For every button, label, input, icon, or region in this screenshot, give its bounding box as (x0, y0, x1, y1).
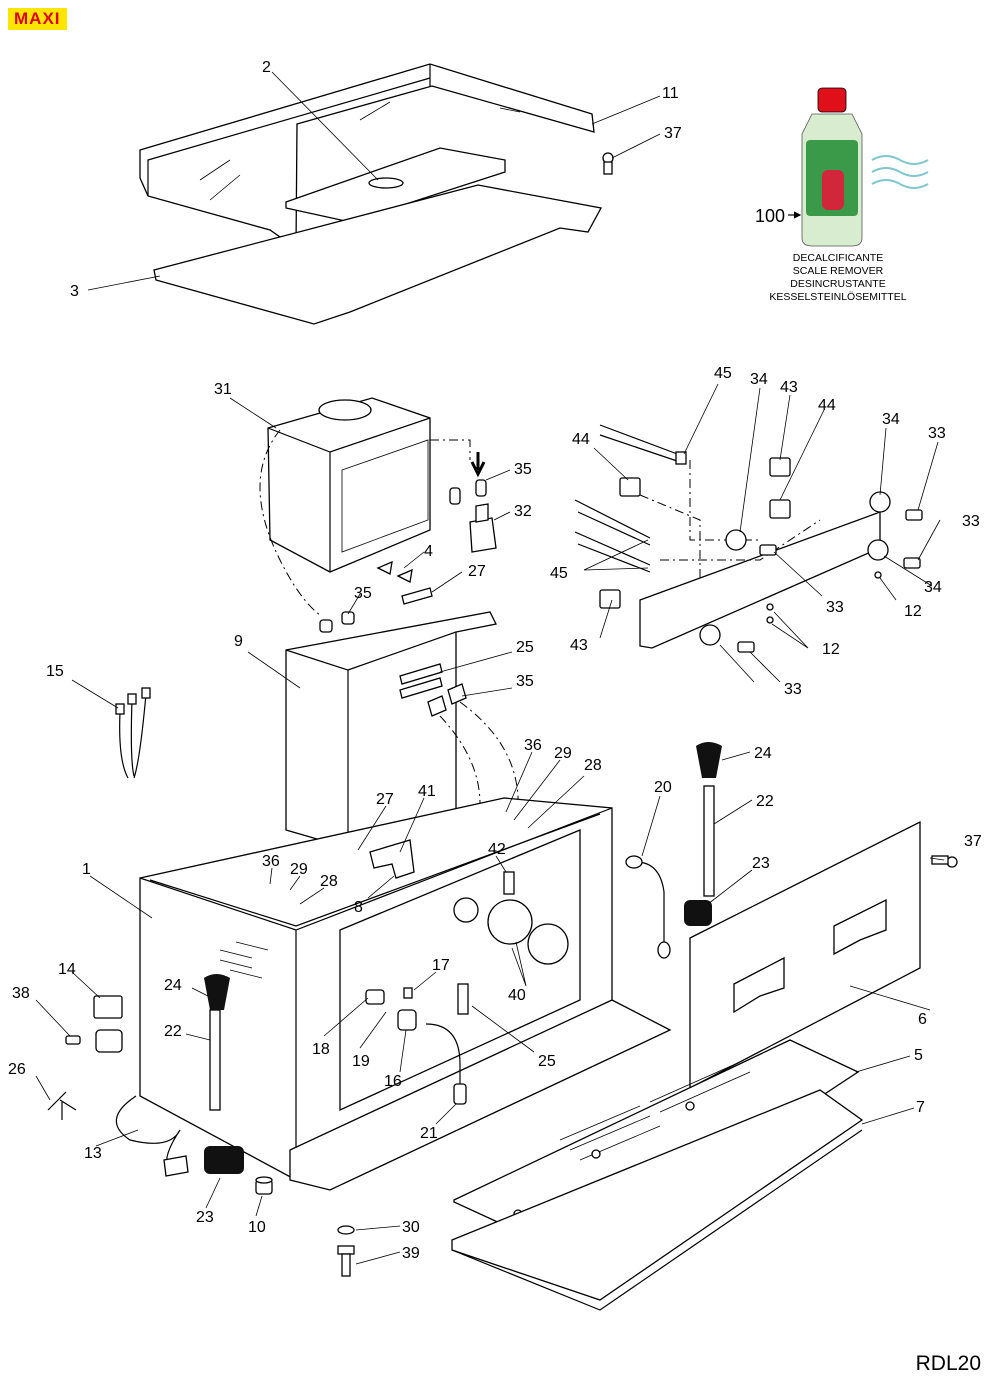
callout-27: 27 (468, 563, 486, 580)
callout-33: 33 (826, 599, 844, 616)
callout-37: 37 (664, 125, 682, 142)
callout-8: 8 (354, 899, 363, 916)
callout-33: 33 (962, 513, 980, 530)
callout-35: 35 (354, 585, 372, 602)
callout-24: 24 (164, 977, 182, 994)
model-tag: MAXI (8, 8, 67, 30)
callout-23: 23 (752, 855, 770, 872)
top-cover-group (139, 63, 614, 325)
callout-labels: 2 11 37 3 31 45 34 43 44 34 33 44 35 32 … (8, 59, 982, 1262)
callout-9: 9 (234, 633, 243, 650)
water-tank-part-31 (259, 397, 471, 616)
callout-16: 16 (384, 1073, 402, 1090)
callout-32: 32 (514, 503, 532, 520)
callout-22: 22 (756, 793, 774, 810)
callout-38: 38 (12, 985, 30, 1002)
callout-3: 3 (70, 283, 79, 300)
callout-34: 34 (882, 411, 900, 428)
callout-17: 17 (432, 957, 450, 974)
callout-1: 1 (82, 861, 91, 878)
callout-33: 33 (928, 425, 946, 442)
screw-part-37-right (931, 855, 958, 868)
callout-34: 34 (750, 371, 768, 388)
screw-part-37-top (602, 152, 614, 175)
knob-part-24-left (204, 974, 230, 1010)
callout-31: 31 (214, 381, 232, 398)
callout-7: 7 (916, 1099, 925, 1116)
callout-44: 44 (572, 431, 590, 448)
callout-29: 29 (554, 745, 572, 762)
knob-part-23-right (684, 900, 712, 926)
callout-2: 2 (262, 59, 271, 76)
wave-icon (871, 155, 929, 189)
callout-30: 30 (402, 1219, 420, 1236)
callout-19: 19 (352, 1053, 370, 1070)
callout-44: 44 (818, 397, 836, 414)
left-side-parts (47, 995, 355, 1277)
callout-35: 35 (516, 673, 534, 690)
callout-45: 45 (714, 365, 732, 382)
callout-15: 15 (46, 663, 64, 680)
callout-26: 26 (8, 1061, 26, 1078)
callout-41: 41 (418, 783, 436, 800)
machine-frame-part-1 (139, 797, 672, 1191)
callout-25: 25 (538, 1053, 556, 1070)
drip-tray-part-7 (451, 1089, 864, 1311)
scale-remover-bottle (788, 87, 929, 247)
taps-and-knobs (204, 742, 722, 1174)
callout-20: 20 (654, 779, 672, 796)
bottle-cap (817, 87, 847, 113)
callout-5: 5 (914, 1047, 923, 1064)
callout-21: 21 (420, 1125, 438, 1142)
callout-33: 33 (784, 681, 802, 698)
callout-37: 37 (964, 833, 982, 850)
callout-18: 18 (312, 1041, 330, 1058)
callout-10: 10 (248, 1219, 266, 1236)
callout-6: 6 (918, 1011, 927, 1028)
callout-27: 27 (376, 791, 394, 808)
product-part-number: 100 (755, 206, 786, 226)
product-labels: DECALCIFICANTE SCALE REMOVER DESINCRUSTA… (758, 252, 918, 304)
small-fittings-tank (319, 452, 497, 633)
knob-part-23-left (204, 1146, 244, 1174)
callout-34: 34 (924, 579, 942, 596)
callout-14: 14 (58, 961, 76, 978)
tray-sheet-part-3 (153, 184, 602, 325)
callout-4: 4 (424, 543, 433, 560)
callout-35: 35 (514, 461, 532, 478)
callout-45: 45 (550, 565, 568, 582)
callout-24: 24 (754, 745, 772, 762)
callout-43: 43 (780, 379, 798, 396)
drawing-code: RDL20 (915, 1352, 981, 1375)
leader-lines (35, 71, 945, 1265)
callout-36: 36 (262, 853, 280, 870)
callout-11: 11 (662, 85, 679, 102)
knob-part-24-right (696, 742, 722, 778)
callout-13: 13 (84, 1145, 102, 1162)
callout-29: 29 (290, 861, 308, 878)
front-panel-part-6 (689, 820, 921, 1090)
product-label-es: DESINCRUSTANTE (790, 278, 886, 290)
callout-36: 36 (524, 737, 542, 754)
callout-40: 40 (508, 987, 526, 1004)
product-label-de: KESSELSTEINLÖSEMITTEL (769, 291, 907, 303)
callout-28: 28 (320, 873, 338, 890)
cup-rail-part-11 (139, 63, 595, 250)
callout-12: 12 (904, 603, 922, 620)
callout-39: 39 (402, 1245, 420, 1262)
pressure-gauge-icon (487, 899, 533, 945)
callout-42: 42 (488, 841, 506, 858)
callout-43: 43 (570, 637, 588, 654)
product-label-en: SCALE REMOVER (792, 265, 884, 277)
callout-28: 28 (584, 757, 602, 774)
callout-23: 23 (196, 1209, 214, 1226)
callout-22: 22 (164, 1023, 182, 1040)
switch-panel-assembly (574, 424, 923, 653)
product-label-it: DECALCIFICANTE (792, 252, 884, 264)
cable-ties-part-15 (115, 687, 151, 779)
callout-25: 25 (516, 639, 534, 656)
callout-12: 12 (822, 641, 840, 658)
